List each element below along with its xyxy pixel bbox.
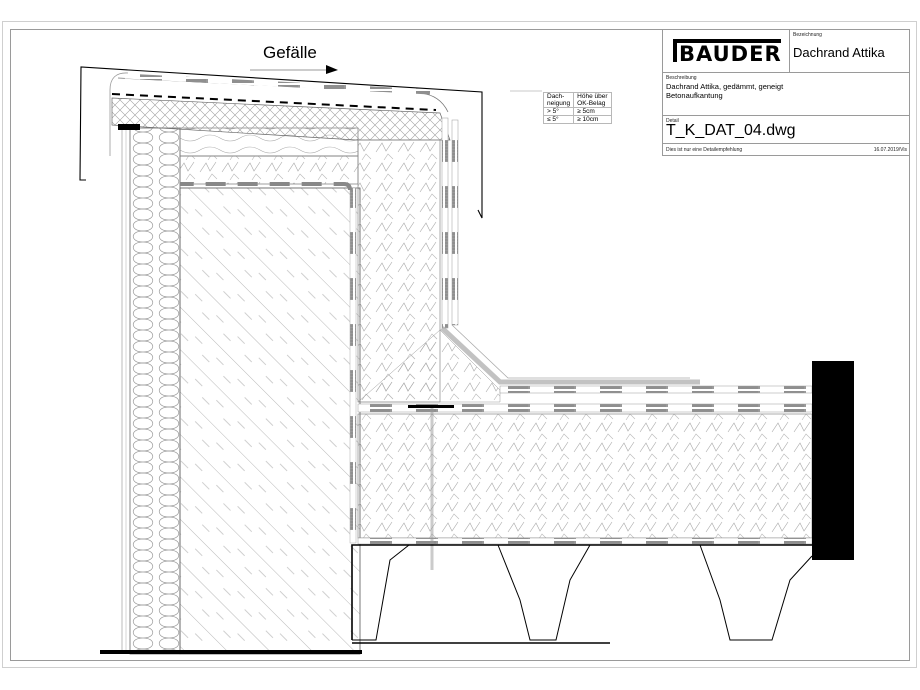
floor-line xyxy=(100,650,362,654)
coping-cap xyxy=(79,66,483,219)
detail-cell: Detail T_K_DAT_04.dwg xyxy=(662,116,910,144)
title-block: BAUDER Bezeichnung Dachrand Attika Besch… xyxy=(662,29,910,156)
slope-label: Gefälle xyxy=(263,43,317,62)
description-line-2: Betonaufkantung xyxy=(666,90,723,100)
footer-cell: Dies ist nur eine Detailempfehlung 16.07… xyxy=(662,144,910,156)
roof-insulation xyxy=(357,385,813,570)
trapezoidal-deck xyxy=(351,544,813,644)
slope-cell: > 5° xyxy=(542,107,575,116)
wall-insulation xyxy=(121,127,181,655)
slope-header-1: Dach- neigung xyxy=(542,92,575,108)
detail-label: Detail xyxy=(666,118,679,124)
slope-arrow xyxy=(250,65,338,74)
adjacent-wall xyxy=(812,361,854,560)
slope-cell: ≥ 10cm xyxy=(573,115,612,124)
detail-filename: T_K_DAT_04.dwg xyxy=(666,122,796,139)
outer-frame xyxy=(2,21,917,668)
upstand-membranes xyxy=(180,117,700,544)
slope-cell: ≥ 5cm xyxy=(573,107,612,116)
description-label: Beschreibung xyxy=(666,75,697,81)
slope-cell: ≤ 5° xyxy=(542,115,575,124)
designation-label: Bezeichnung xyxy=(793,32,822,38)
description-line-1: Dachrand Attika, gedämmt, geneigt xyxy=(666,82,784,91)
disclaimer: Dies ist nur eine Detailempfehlung xyxy=(666,147,743,153)
concrete-wall xyxy=(179,187,361,655)
top-membrane xyxy=(111,73,449,130)
slope-header-2: Höhe über OK-Belag xyxy=(573,92,612,108)
designation-value: Dachrand Attika xyxy=(793,45,885,60)
date-author: 16.07.2019/Vis xyxy=(873,147,907,153)
slope-table: Dach- neigung Höhe über OK-Belag > 5° ≥ … xyxy=(542,92,612,124)
description-cell: Beschreibung Dachrand Attika, gedämmt, g… xyxy=(662,73,910,116)
brand-text: BAUDER xyxy=(679,42,782,66)
designation-cell: Bezeichnung Dachrand Attika xyxy=(789,29,910,73)
inner-frame xyxy=(10,29,910,661)
description-text: Dachrand Attika, gedämmt, geneigt Betona… xyxy=(666,82,784,100)
bauder-logo: BAUDER xyxy=(673,39,788,65)
top-layers xyxy=(111,97,501,403)
logo-cell: BAUDER xyxy=(662,29,789,73)
